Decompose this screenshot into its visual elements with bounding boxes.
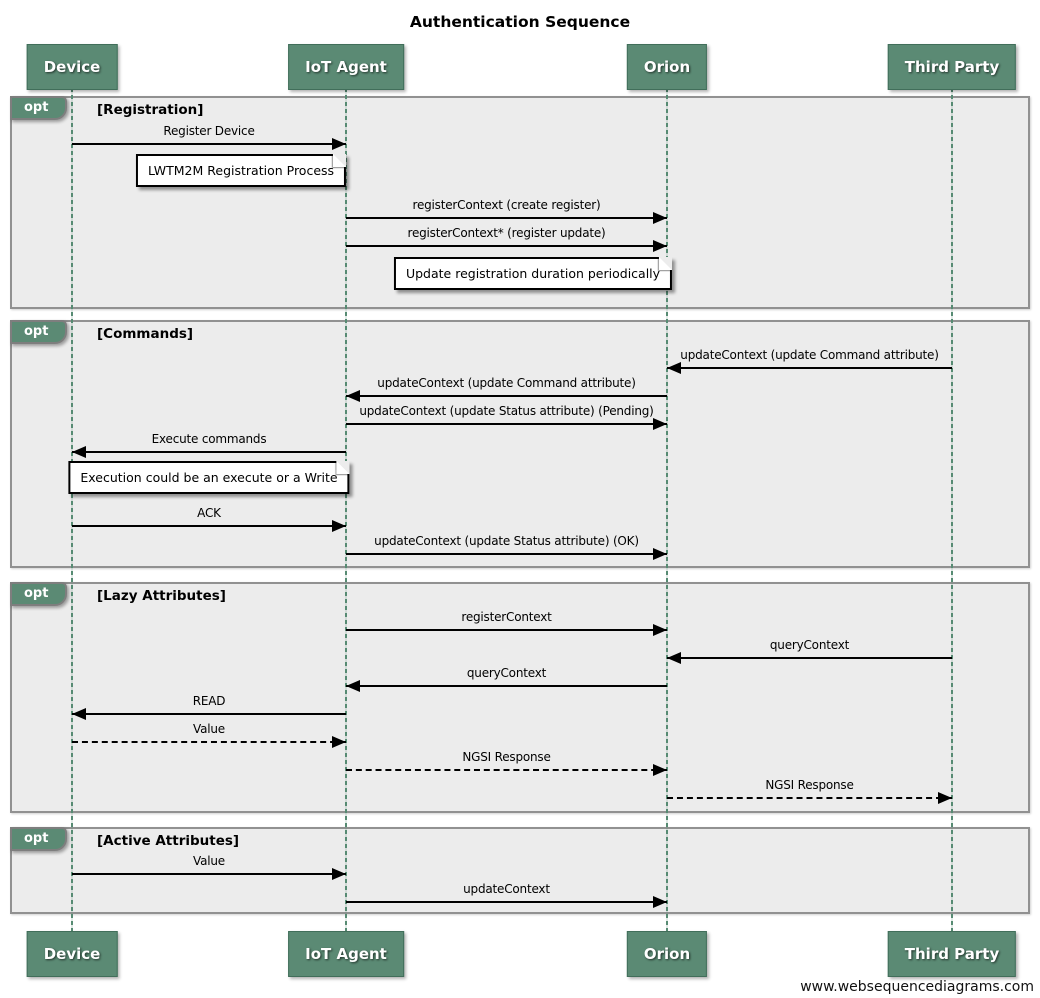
message-line: [346, 901, 667, 903]
actor-box-bottom-1: IoT Agent: [288, 931, 404, 977]
message-label: updateContext (update Command attribute): [377, 376, 636, 390]
message-label: queryContext: [769, 638, 850, 652]
lifeline-3: [951, 88, 953, 932]
message-label: updateContext (update Status attribute) …: [374, 534, 639, 548]
arrowhead-icon: [332, 520, 346, 532]
arrowhead-icon: [346, 680, 360, 692]
message-line: [72, 143, 346, 145]
arrowhead-icon: [653, 896, 667, 908]
guard-label: [Registration]: [97, 102, 204, 118]
arrowhead-icon: [653, 418, 667, 430]
message-line: [72, 451, 346, 453]
opt-frame-2: opt [Lazy Attributes]: [10, 582, 1030, 813]
message-label: updateContext (update Status attribute) …: [359, 404, 654, 418]
message-line: [72, 873, 346, 875]
message-label: registerContext (create register): [412, 198, 601, 212]
opt-operator-label: opt: [10, 96, 68, 120]
arrowhead-icon: [332, 736, 346, 748]
opt-frame-3: opt [Active Attributes]: [10, 827, 1030, 914]
guard-label: [Lazy Attributes]: [97, 588, 226, 604]
message-line: [72, 713, 346, 715]
arrowhead-icon: [72, 708, 86, 720]
opt-operator-label: opt: [10, 320, 68, 344]
message-label: Value: [193, 854, 225, 868]
arrowhead-icon: [346, 390, 360, 402]
message-line: [346, 685, 667, 687]
lifeline-0: [71, 88, 73, 932]
message-line: [72, 741, 346, 743]
message-label: NGSI Response: [462, 750, 551, 764]
arrowhead-icon: [938, 792, 952, 804]
guard-label: [Commands]: [97, 326, 194, 342]
message-line: [346, 217, 667, 219]
message-label: NGSI Response: [765, 778, 854, 792]
message-label: Value: [193, 722, 225, 736]
arrowhead-icon: [332, 868, 346, 880]
note-1: Update registration duration periodicall…: [393, 257, 673, 290]
message-label: updateContext: [463, 882, 550, 896]
message-label: registerContext: [461, 610, 552, 624]
note-2: Execution could be an execute or a Write: [68, 461, 350, 494]
guard-label: [Active Attributes]: [97, 833, 240, 849]
lifeline-1: [345, 88, 347, 932]
actor-box-top-3: Third Party: [887, 44, 1017, 90]
message-line: [667, 657, 952, 659]
message-line: [667, 797, 952, 799]
opt-operator-label: opt: [10, 582, 68, 606]
arrowhead-icon: [72, 446, 86, 458]
message-label: Execute commands: [151, 432, 267, 446]
message-line: [667, 367, 952, 369]
message-label: READ: [192, 694, 226, 708]
actor-box-top-0: Device: [26, 44, 118, 90]
message-line: [72, 525, 346, 527]
arrowhead-icon: [332, 138, 346, 150]
message-label: registerContext* (register update): [407, 226, 606, 240]
arrowhead-icon: [653, 548, 667, 560]
message-line: [346, 245, 667, 247]
watermark: www.websequencediagrams.com: [800, 979, 1034, 995]
actor-box-top-1: IoT Agent: [288, 44, 404, 90]
message-label: ACK: [197, 506, 221, 520]
message-line: [346, 629, 667, 631]
message-line: [346, 553, 667, 555]
arrowhead-icon: [667, 652, 681, 664]
actor-box-bottom-0: Device: [26, 931, 118, 977]
actor-box-top-2: Orion: [626, 44, 708, 90]
diagram-title: Authentication Sequence: [409, 13, 631, 31]
arrowhead-icon: [653, 624, 667, 636]
actor-box-bottom-2: Orion: [626, 931, 708, 977]
message-line: [346, 395, 667, 397]
message-label: updateContext (update Command attribute): [680, 348, 939, 362]
arrowhead-icon: [653, 212, 667, 224]
message-line: [346, 423, 667, 425]
note-0: LWTM2M Registration Process: [135, 154, 347, 187]
arrowhead-icon: [653, 764, 667, 776]
message-label: Register Device: [163, 124, 255, 138]
actor-box-bottom-3: Third Party: [887, 931, 1017, 977]
message-line: [346, 769, 667, 771]
opt-operator-label: opt: [10, 827, 68, 851]
arrowhead-icon: [667, 362, 681, 374]
arrowhead-icon: [653, 240, 667, 252]
lifeline-2: [666, 88, 668, 932]
message-label: queryContext: [466, 666, 547, 680]
